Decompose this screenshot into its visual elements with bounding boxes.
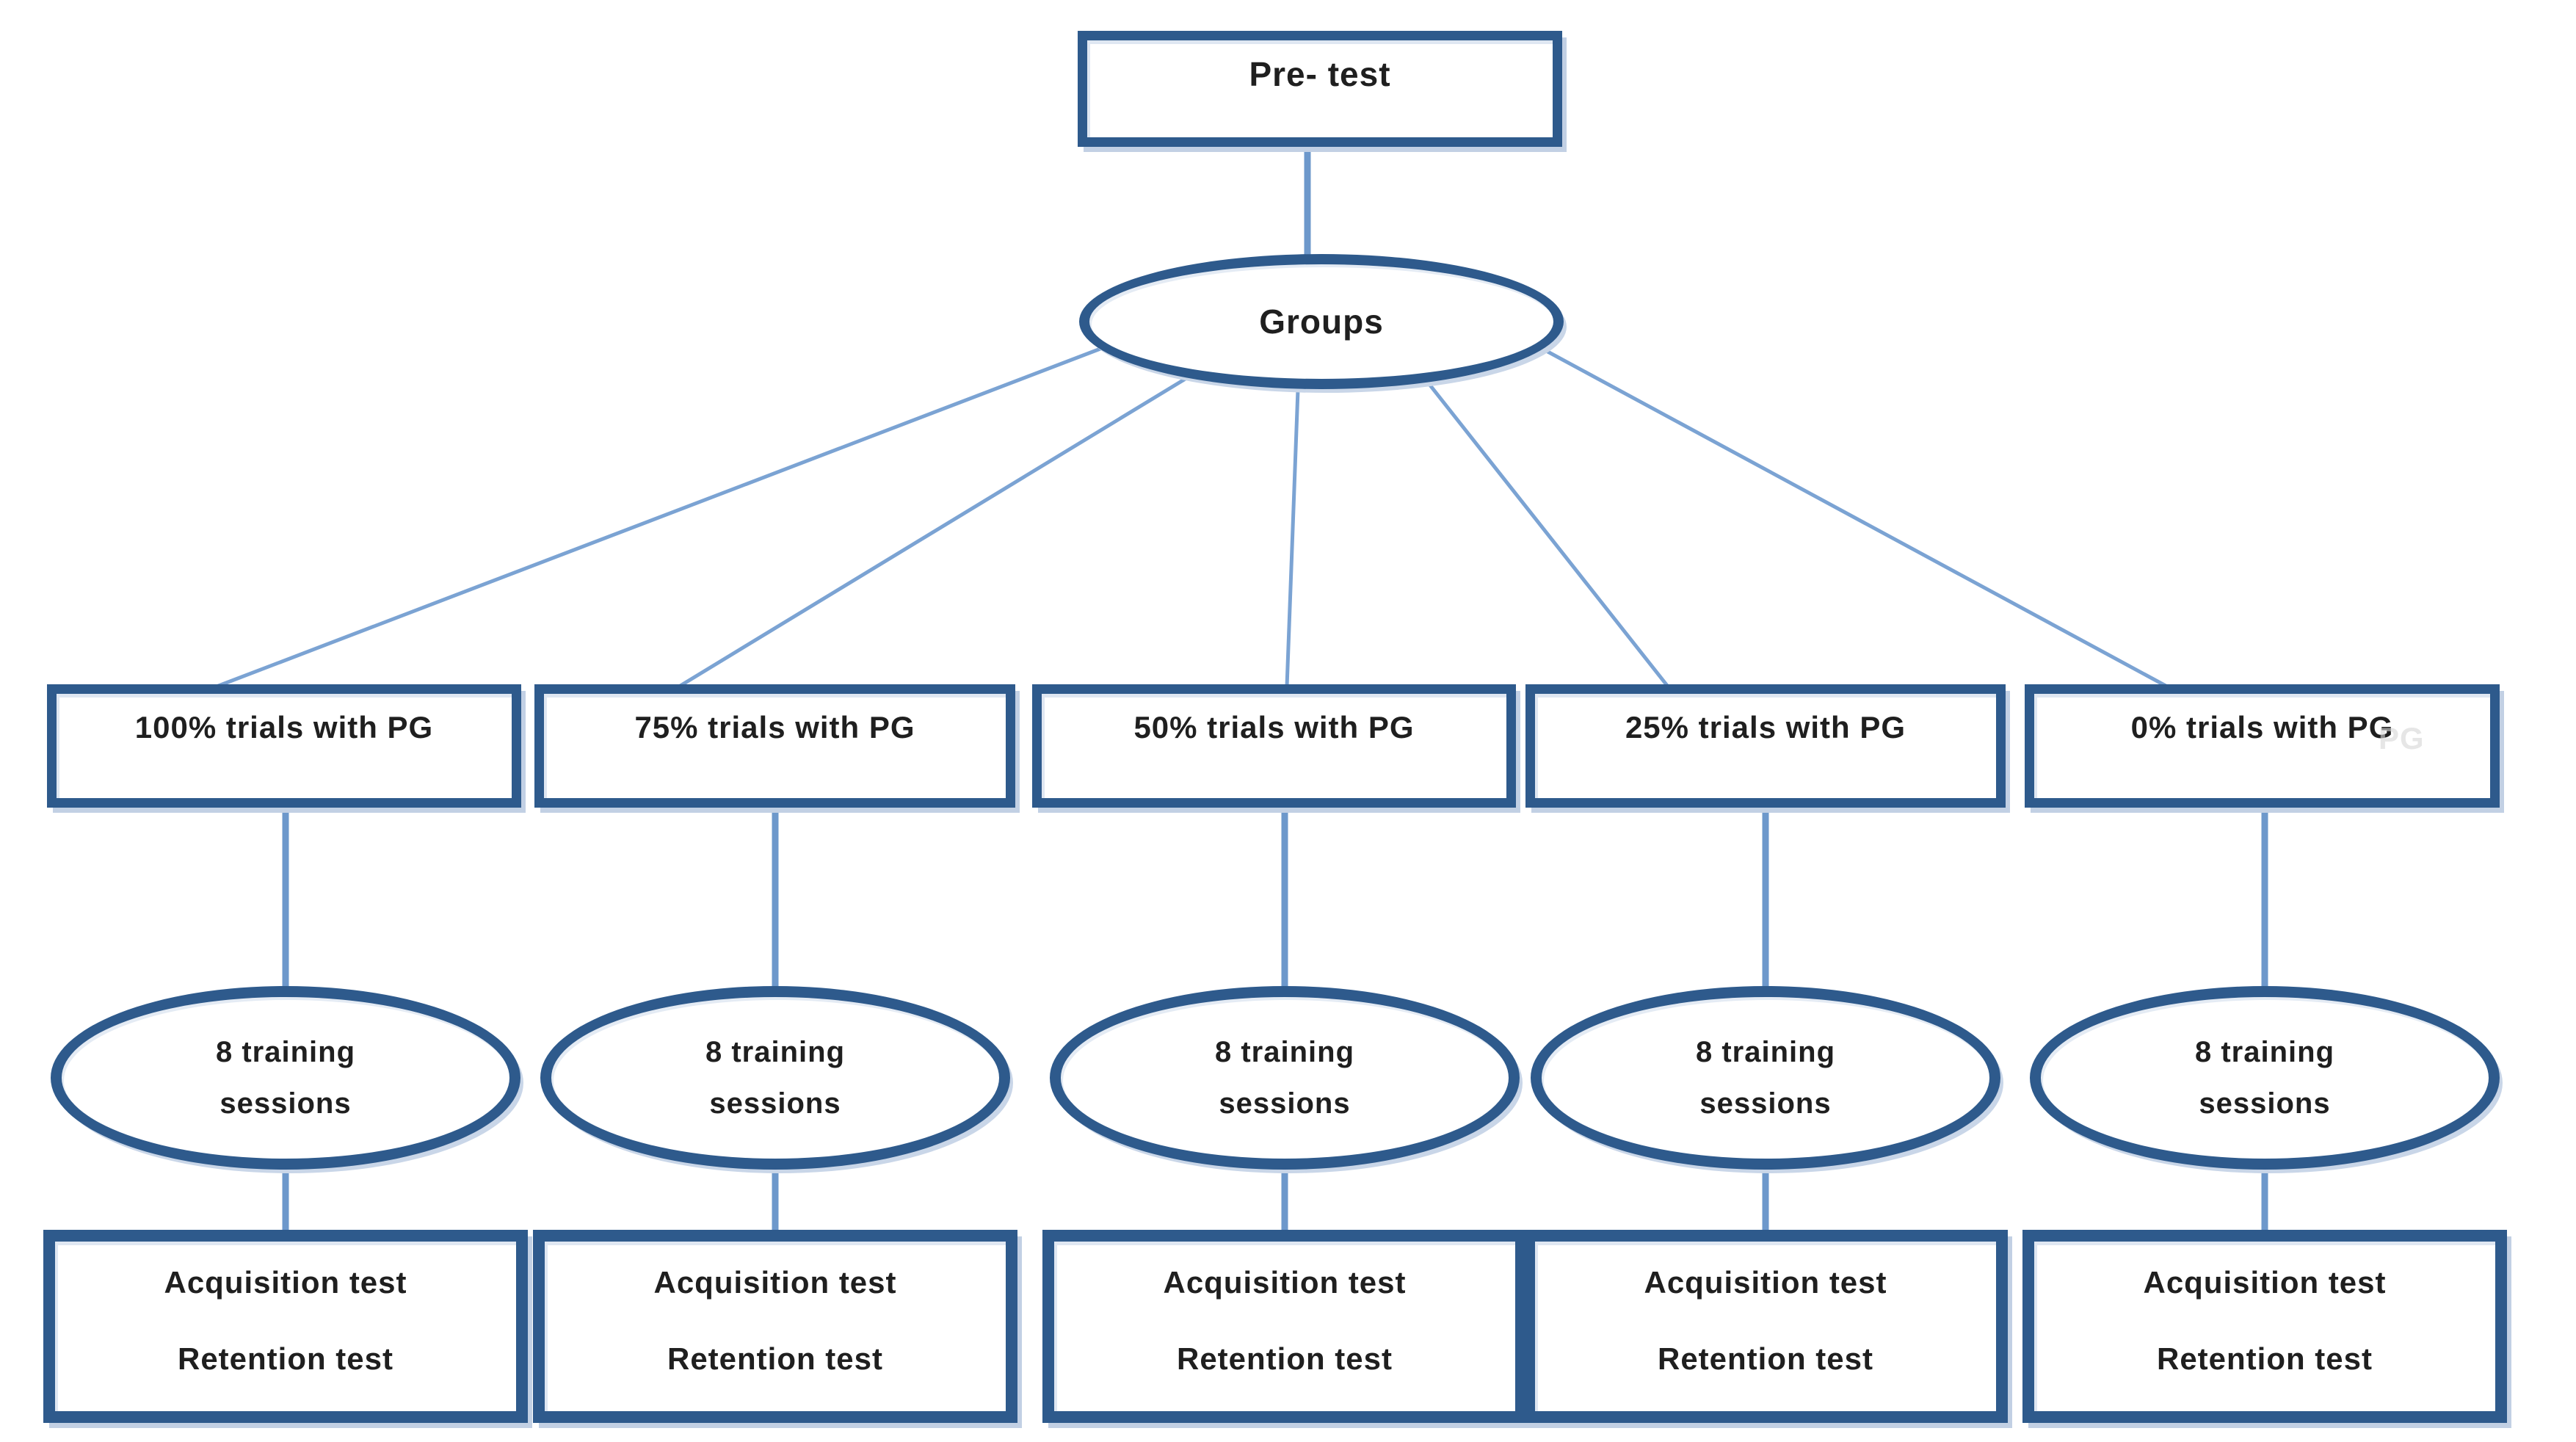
training-line2: sessions [2199,1087,2331,1120]
test-box-1: Acquisition test Retention test [43,1230,528,1423]
condition-box-0: 0% trials with PG [2025,684,2500,808]
condition-box-100: 100% trials with PG [47,684,521,808]
training-line2: sessions [1219,1087,1351,1120]
retention-test-label: Retention test [2156,1341,2373,1376]
test-box-3: Acquisition test Retention test [1042,1230,1527,1423]
training-line2: sessions [1699,1087,1832,1120]
fan-line-groups-0 [1531,341,2169,689]
training-line1: 8 training [705,1036,846,1068]
retention-test-label: Retention test [177,1341,393,1376]
acquisition-test-label: Acquisition test [653,1265,897,1300]
condition-label: 0% trials with PG [2130,710,2394,744]
condition-label: 50% trials with PG [1133,710,1415,744]
condition-label: 75% trials with PG [634,710,915,744]
training-line1: 8 training [1695,1036,1836,1068]
training-line2: sessions [219,1087,352,1120]
condition-label: 100% trials with PG [134,710,434,744]
training-ellipse-5: 8 training sessions [2030,986,2500,1170]
training-ellipse-4: 8 training sessions [1531,986,2000,1170]
condition-box-25: 25% trials with PG [1525,684,2006,808]
training-line1: 8 training [1214,1036,1355,1068]
condition-box-75: 75% trials with PG [534,684,1015,808]
fan-line-groups-75 [678,375,1189,689]
retention-test-label: Retention test [1176,1341,1393,1376]
retention-test-label: Retention test [1657,1341,1873,1376]
fan-line-groups-100 [216,343,1111,689]
training-ellipse-2: 8 training sessions [540,986,1010,1170]
groups-ellipse: Groups [1079,254,1564,389]
condition-label: 25% trials with PG [1625,710,1906,744]
ghost-text-pg: PG [2379,721,2425,756]
training-ellipse-3: 8 training sessions [1050,986,1520,1170]
acquisition-test-label: Acquisition test [1644,1265,1887,1300]
training-line2: sessions [709,1087,841,1120]
pretest-box: Pre- test [1078,31,1562,147]
pretest-label: Pre- test [1249,55,1391,93]
acquisition-test-label: Acquisition test [1163,1265,1407,1300]
training-ellipse-1: 8 training sessions [51,986,520,1170]
acquisition-test-label: Acquisition test [164,1265,407,1300]
test-box-4: Acquisition test Retention test [1523,1230,2008,1423]
training-line1: 8 training [215,1036,356,1068]
fan-line-groups-25 [1421,374,1669,688]
acquisition-test-label: Acquisition test [2143,1265,2387,1300]
fan-line-groups-50 [1285,389,1300,687]
condition-box-50: 50% trials with PG [1032,684,1516,808]
retention-test-label: Retention test [667,1341,883,1376]
groups-label: Groups [1259,302,1384,341]
training-line1: 8 training [2194,1036,2335,1068]
test-box-2: Acquisition test Retention test [533,1230,1017,1423]
test-box-5: Acquisition test Retention test [2022,1230,2507,1423]
